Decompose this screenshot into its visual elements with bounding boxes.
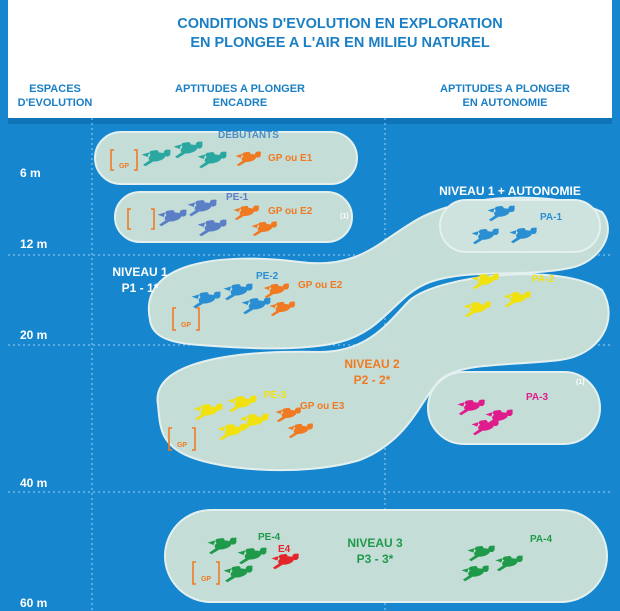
pe2-guide: GP ou E2 [298, 280, 343, 291]
col-encadre-line-2: ENCADRE [213, 97, 267, 109]
left-edge [0, 0, 8, 611]
group-niveau3: GP PE-4 E4 NIVEAU 3 P3 - 3* PA-4 [192, 532, 552, 585]
pe4-label: PE-4 [258, 532, 281, 543]
niveau1-code: P1 - 1* [122, 281, 159, 295]
pa2-label: PA-2 [532, 274, 554, 285]
niveau1-title: NIVEAU 1 [112, 265, 168, 279]
niveau2-title: NIVEAU 2 [344, 357, 400, 371]
group-niveau2: NIVEAU 2 P2 - 2* GP PE-3 GP ou E3 PA-3 (… [168, 357, 585, 451]
pa3-note: (1) [576, 379, 585, 386]
zone-pe1 [114, 191, 353, 243]
col-encadre-line-1: APTITUDES A PLONGER [175, 83, 305, 95]
niveau1-gp-note: GP [181, 322, 191, 329]
col-espaces-line-1: ESPACES [29, 83, 81, 95]
pe3-gp-note: GP [177, 442, 187, 449]
title-line-1: CONDITIONS D'EVOLUTION EN EXPLORATION [177, 16, 502, 32]
pe1-guide: GP ou E2 [268, 206, 313, 217]
pe1-label: PE-1 [226, 192, 249, 203]
pe4-gp-note: GP [201, 576, 211, 583]
title-line-2: EN PLONGEE A L'AIR EN MILIEU NATUREL [190, 35, 490, 51]
zones [94, 131, 610, 603]
col-autonomie-line-2: EN AUTONOMIE [463, 97, 548, 109]
pa1-label: PA-1 [540, 212, 562, 223]
pe1-note: (1) [340, 213, 349, 220]
zone-niveau2 [156, 273, 610, 472]
pe3-label: PE-3 [264, 390, 287, 401]
zone-debutants [94, 131, 358, 185]
group-autonomie-n1: NIVEAU 1 + AUTONOMIE PA-1 PA-2 [439, 184, 581, 318]
niveau3-code: P3 - 3* [357, 552, 394, 566]
group-niveau1: NIVEAU 1 P1 - 1* GP PE-2 GP ou E2 [112, 265, 343, 331]
group-pe1: PE-1 GP ou E2 (1) [127, 192, 349, 237]
pe4-guide: E4 [278, 544, 291, 555]
debutants-gp-note: GP [119, 163, 129, 170]
pe2-label: PE-2 [256, 271, 279, 282]
depth-label-20m: 20 m [20, 328, 47, 342]
depth-label-6m: 6 m [20, 166, 41, 180]
pa3-label: PA-3 [526, 392, 548, 403]
niveau2-code: P2 - 2* [354, 373, 391, 387]
pa4-label: PA-4 [530, 534, 552, 545]
niveau3-title: NIVEAU 3 [347, 536, 403, 550]
debutants-label: DEBUTANTS [218, 130, 279, 141]
zone-pa1 [439, 199, 601, 253]
group-debutants: GP DEBUTANTS GP ou E1 [110, 130, 313, 171]
depth-label-60m: 60 m [20, 596, 47, 610]
autonomie-header: NIVEAU 1 + AUTONOMIE [439, 184, 581, 198]
col-autonomie-line-1: APTITUDES A PLONGER [440, 83, 570, 95]
pe3-guide: GP ou E3 [300, 401, 345, 412]
header-band [0, 0, 620, 120]
depth-label-12m: 12 m [20, 237, 47, 251]
right-edge [612, 0, 620, 611]
col-espaces-line-2: D'EVOLUTION [18, 97, 93, 109]
zone-pa3 [427, 371, 601, 445]
zone-niveau3 [164, 509, 608, 603]
debutants-guide: GP ou E1 [268, 153, 313, 164]
depth-label-40m: 40 m [20, 476, 47, 490]
water-surface [0, 118, 620, 124]
